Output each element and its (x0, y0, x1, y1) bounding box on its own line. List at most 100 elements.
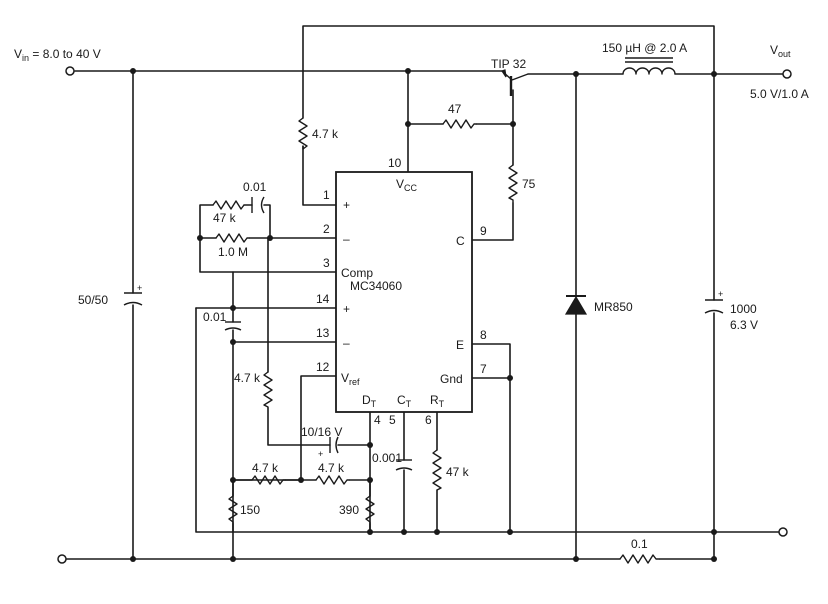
junction (711, 529, 717, 535)
pin-6-function: RT (430, 393, 445, 409)
capacitor-10-16-label: 10/16 V (301, 425, 342, 439)
junction (405, 121, 411, 127)
pin-5-function: CT (397, 393, 412, 409)
capacitor-0-001 (395, 459, 413, 471)
vin-label: Vin = 8.0 to 40 V (14, 47, 101, 63)
resistor-47k-rt-label: 47 k (446, 465, 470, 479)
capacitor-50-50-label: 50/50 (78, 293, 108, 307)
pin-2-function: – (343, 232, 350, 246)
resistor-390 (365, 495, 375, 524)
pin-3-number: 3 (323, 256, 330, 270)
capacitor-1000-polarity: + (718, 289, 723, 299)
resistor-4k7-b2 (315, 475, 350, 485)
pin-4-function: DT (362, 393, 377, 409)
wire-pin8 (471, 343, 511, 533)
ground-terminal-right[interactable] (778, 527, 788, 537)
pin-4-number: 4 (374, 413, 381, 427)
junction (711, 556, 717, 562)
transistor-label: TIP 32 (491, 57, 526, 71)
resistor-01-label: 0.1 (631, 537, 648, 551)
resistor-75 (508, 164, 518, 203)
junction (573, 556, 579, 562)
pin-7-function: Gnd (440, 372, 463, 386)
pin-5-number: 5 (389, 413, 396, 427)
junction (367, 442, 373, 448)
vout-spec-label: 5.0 V/1.0 A (750, 87, 809, 101)
inductor-label: 150 µH @ 2.0 A (602, 41, 687, 55)
junction (711, 71, 717, 77)
pin-10-number: 10 (388, 156, 402, 170)
pin-8-function: E (456, 338, 464, 352)
resistor-4k7-top-label: 4.7 k (312, 127, 339, 141)
junction (130, 556, 136, 562)
resistor-75-label: 75 (522, 177, 536, 191)
ic-mc34060-body (335, 171, 473, 413)
resistor-47k-fb (212, 200, 245, 210)
resistor-4k7-b1 (251, 475, 286, 485)
junction (230, 339, 236, 345)
wire-top-loop (302, 25, 715, 119)
capacitor-0-01-fb-label: 0.01 (243, 180, 267, 194)
wire-fb-network (199, 204, 337, 273)
capacitor-1000-voltage-label: 6.3 V (730, 318, 758, 332)
junction (367, 529, 373, 535)
transistor-tip32 (501, 69, 529, 96)
resistor-150 (228, 495, 238, 524)
labels: Vin = 8.0 to 40 V Vout 5.0 V/1.0 A TIP 3… (14, 41, 809, 551)
wire-pin1 (302, 145, 337, 206)
capacitor-0-01-ni (224, 321, 242, 331)
junction (298, 477, 304, 483)
diode-label: MR850 (594, 300, 633, 314)
capacitor-1000 (704, 299, 724, 314)
junction-dots (130, 68, 717, 562)
resistor-4k7-b2-label: 4.7 k (318, 461, 345, 475)
wire-mid-resistor (267, 237, 371, 446)
junction (367, 477, 373, 483)
pin-1-number: 1 (323, 188, 330, 202)
resistor-47k-fb-label: 47 k (213, 211, 237, 225)
pin-8-number: 8 (480, 328, 487, 342)
junction (573, 71, 579, 77)
resistor-150-label: 150 (240, 503, 260, 517)
pin-14-number: 14 (316, 292, 330, 306)
resistor-4k7-mid (263, 371, 273, 408)
capacitor-10-16-polarity: + (318, 449, 323, 459)
wire-return-rail (195, 307, 781, 533)
resistor-390-label: 390 (339, 503, 359, 517)
ground-terminal-left[interactable] (57, 554, 67, 564)
junction (510, 121, 516, 127)
resistor-1m (215, 233, 250, 243)
pin-function-labels: + – Comp + – Vref VCC C E Gnd DT CT RT (341, 177, 465, 409)
junction (130, 68, 136, 74)
pin-12-function: Vref (341, 371, 360, 387)
pin-1-function: + (343, 198, 350, 212)
resistor-47k-rt (432, 449, 442, 491)
resistor-4k7-top (298, 117, 308, 150)
vin-terminal[interactable] (65, 66, 75, 76)
pin-3-function: Comp (341, 266, 373, 280)
junction (230, 556, 236, 562)
junction (405, 68, 411, 74)
pin-6-number: 6 (425, 413, 432, 427)
resistor-4k7-b1-label: 4.7 k (252, 461, 279, 475)
capacitor-0-001-label: 0.001 (372, 451, 402, 465)
capacitor-50-50 (123, 292, 143, 306)
wire-pin13 (232, 271, 337, 559)
pin-7-number: 7 (480, 362, 487, 376)
diode-mr850 (564, 295, 588, 315)
capacitor-0-01-fb (251, 196, 265, 214)
vout-terminal[interactable] (782, 69, 792, 79)
pin-9-number: 9 (480, 224, 487, 238)
junction (230, 305, 236, 311)
resistor-1m-label: 1.0 M (218, 245, 248, 259)
pin-13-number: 13 (316, 326, 330, 340)
junction (197, 235, 203, 241)
capacitor-0-01-ni-label: 0.01 (203, 310, 227, 324)
capacitor-50-50-polarity: + (137, 283, 142, 293)
pin-13-function: – (343, 336, 350, 350)
pin-numbers: 1 2 3 14 13 12 10 9 8 7 4 5 6 (316, 156, 487, 427)
wire-transistor (471, 89, 514, 241)
vout-label: Vout (770, 43, 791, 59)
inductor (622, 57, 676, 75)
